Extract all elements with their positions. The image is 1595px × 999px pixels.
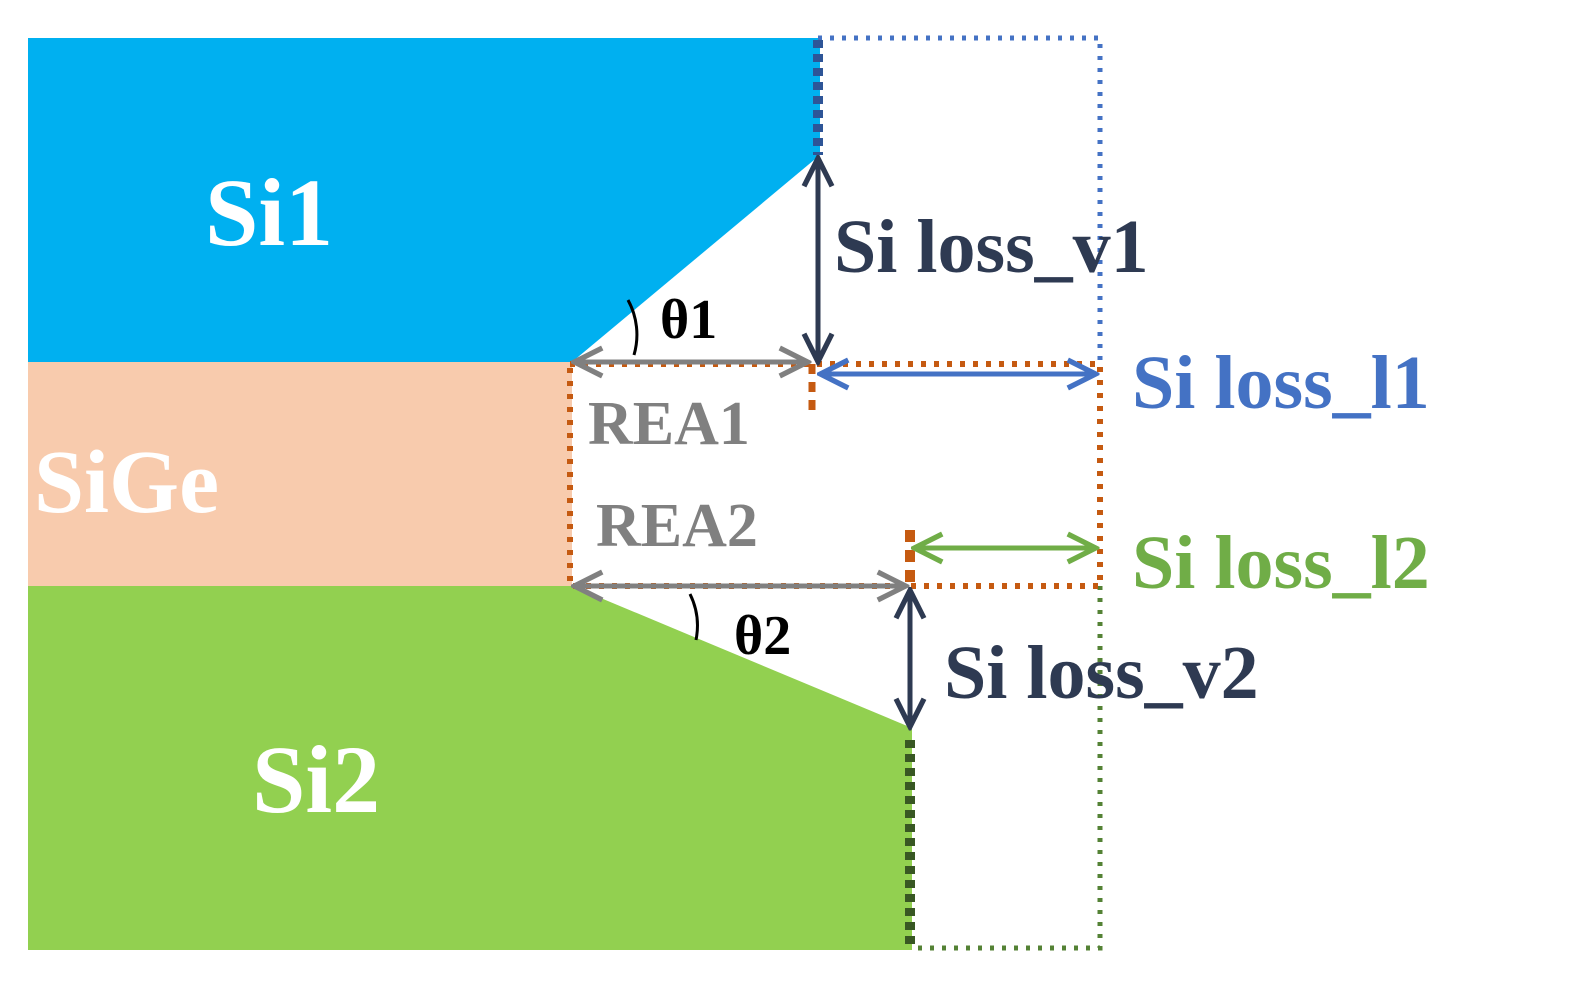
si1-region bbox=[28, 38, 820, 362]
sige-label: SiGe bbox=[34, 433, 219, 532]
si-loss-l2-label: Si loss_l2 bbox=[1132, 521, 1430, 605]
sige-region bbox=[28, 362, 572, 586]
theta1-arc bbox=[626, 299, 639, 356]
si-loss-v2-label: Si loss_v2 bbox=[944, 631, 1259, 715]
si2-label: Si2 bbox=[252, 726, 380, 833]
si2-region bbox=[28, 586, 912, 950]
si1-label: Si1 bbox=[205, 159, 333, 266]
theta2-arc bbox=[688, 593, 699, 641]
si-loss-l1-label: Si loss_l1 bbox=[1132, 341, 1430, 425]
rea2-label: REA2 bbox=[596, 492, 758, 560]
si-loss-v1-label: Si loss_v1 bbox=[834, 205, 1149, 289]
si1-loss-outline bbox=[818, 35, 1103, 362]
si2-loss-outline bbox=[912, 586, 1103, 951]
rea1-label: REA1 bbox=[588, 390, 750, 458]
theta1-label: θ1 bbox=[660, 289, 717, 351]
theta2-label: θ2 bbox=[734, 605, 791, 667]
